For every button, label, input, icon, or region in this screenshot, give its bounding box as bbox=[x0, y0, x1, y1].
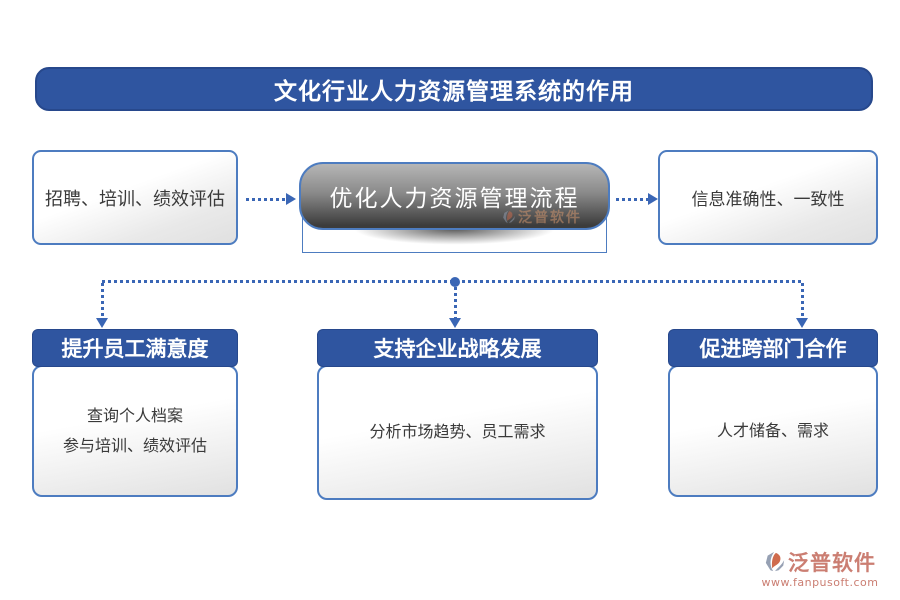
card-body-line: 参与培训、绩效评估 bbox=[62, 436, 207, 455]
card-body-employee-satisfaction: 查询个人档案 参与培训、绩效评估 bbox=[32, 365, 238, 497]
dotted-line-left-to-center bbox=[246, 198, 286, 201]
card-header-strategy-support: 支持企业战略发展 bbox=[317, 329, 598, 367]
connector-vertical-left bbox=[101, 283, 104, 319]
card-body-cross-department: 人才储备、需求 bbox=[668, 365, 878, 497]
brand-watermark: 泛普软件 www.fanpusoft.com bbox=[748, 547, 892, 589]
arrowhead-down-right-icon bbox=[796, 318, 808, 328]
connector-vertical-center bbox=[454, 287, 457, 319]
pill-watermark-text: 泛普软件 bbox=[518, 210, 582, 226]
center-node-shadow bbox=[321, 229, 588, 252]
node-optimize-hr-process: 优化人力资源管理流程 泛普软件 bbox=[299, 162, 610, 230]
card-body-line: 人才储备、需求 bbox=[716, 420, 829, 440]
card-header-employee-satisfaction: 提升员工满意度 bbox=[32, 329, 238, 367]
center-node-label: 优化人力资源管理流程 bbox=[329, 186, 580, 212]
brand-url: www.fanpusoft.com bbox=[761, 576, 879, 589]
arrowhead-down-left-icon bbox=[96, 318, 108, 328]
diagram-title-text: 文化行业人力资源管理系统的作用 bbox=[274, 78, 634, 105]
card-body-strategy-support: 分析市场趋势、员工需求 bbox=[317, 365, 598, 500]
arrowhead-down-center-icon bbox=[449, 318, 461, 328]
brand-name: 泛普软件 bbox=[788, 550, 876, 575]
connector-vertical-right bbox=[801, 283, 804, 319]
card-header-cross-department: 促进跨部门合作 bbox=[668, 329, 878, 367]
arrowhead-right-left-icon bbox=[286, 193, 296, 205]
node-info-accuracy: 信息准确性、一致性 bbox=[658, 150, 878, 245]
connector-junction-dot bbox=[450, 277, 460, 287]
node-recruit-train-evaluate: 招聘、培训、绩效评估 bbox=[32, 150, 238, 245]
node-label: 信息准确性、一致性 bbox=[691, 190, 845, 210]
diagram-title: 文化行业人力资源管理系统的作用 bbox=[35, 67, 873, 111]
card-body-line: 查询个人档案 bbox=[86, 405, 183, 425]
card-body-line: 分析市场趋势、员工需求 bbox=[369, 422, 546, 442]
dotted-line-center-to-right bbox=[616, 198, 650, 201]
card-header-label: 促进跨部门合作 bbox=[699, 336, 847, 361]
fanpu-logo-icon bbox=[503, 210, 515, 223]
pill-watermark: 泛普软件 bbox=[502, 207, 582, 227]
card-header-label: 提升员工满意度 bbox=[61, 336, 209, 361]
node-label: 招聘、培训、绩效评估 bbox=[45, 188, 225, 210]
arrowhead-right-right-icon bbox=[648, 193, 658, 205]
card-header-label: 支持企业战略发展 bbox=[373, 336, 542, 361]
fanpu-logo-icon bbox=[765, 551, 785, 572]
